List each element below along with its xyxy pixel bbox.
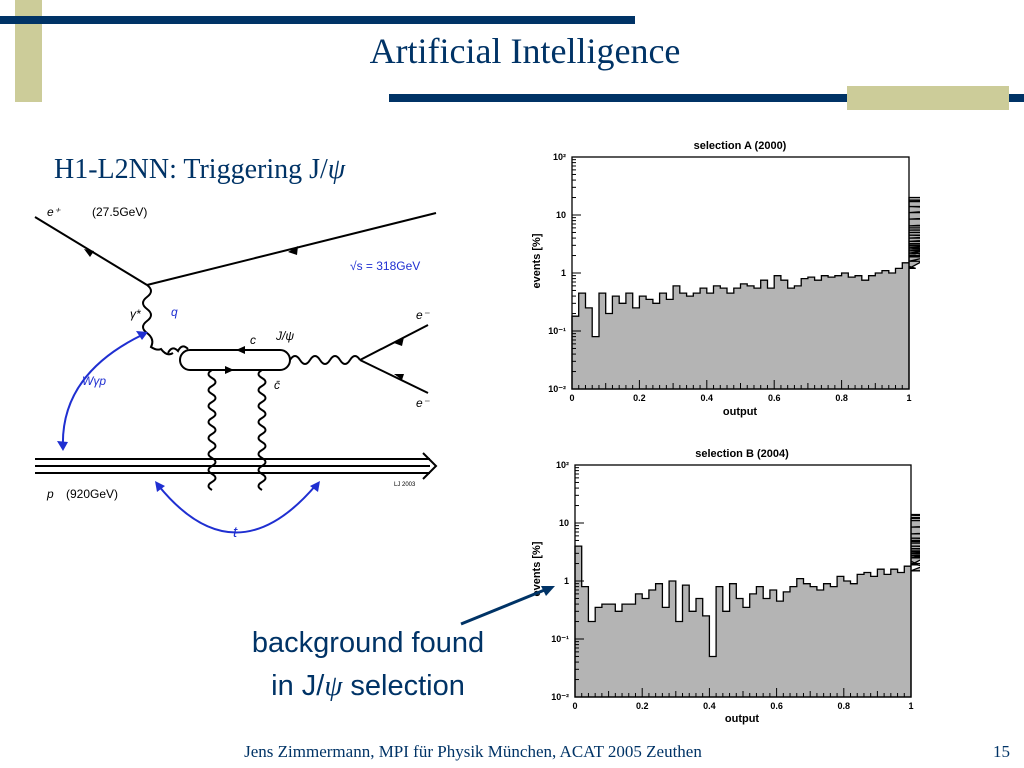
arrow-charm-top xyxy=(236,346,245,354)
t-arc xyxy=(157,484,317,534)
x-tick-label: 0.6 xyxy=(770,701,783,711)
jpsi-propagator xyxy=(289,355,361,365)
y-tick-label: 10 xyxy=(556,210,566,220)
y-tick-label: 1 xyxy=(564,576,569,586)
w-gamma-p-arc xyxy=(61,334,143,449)
electron-bottom-line xyxy=(359,359,429,394)
x-tick-label: 0.8 xyxy=(835,393,848,403)
arrow-incoming-positron xyxy=(84,249,94,257)
annotation-arrow xyxy=(460,586,555,626)
x-tick-label: 1 xyxy=(906,393,911,403)
annotation-line-1: background found xyxy=(251,627,485,659)
annotation-text-prefix: in J/ xyxy=(271,670,325,702)
subtitle-psi-symbol: ψ xyxy=(327,154,346,185)
gluon-left xyxy=(207,369,217,491)
slide-subtitle: H1-L2NN: Triggering J/ψ xyxy=(54,154,345,186)
y-tick-label: 10 xyxy=(559,518,569,528)
label-q: q xyxy=(171,305,178,319)
label-e-minus-bottom: e⁻ xyxy=(416,396,431,410)
label-e-plus-energy: (27.5GeV) xyxy=(92,205,147,219)
x-tick-label: 0.4 xyxy=(703,701,716,711)
slide-footer: Jens Zimmermann, MPI für Physik München,… xyxy=(244,742,702,761)
x-axis-label: output xyxy=(725,713,760,725)
subtitle-text: H1-L2NN: Triggering J/ xyxy=(54,154,328,185)
y-tick-label: 10⁻² xyxy=(548,384,566,394)
arrow-outgoing-positron xyxy=(288,246,298,255)
y-tick-label: 1 xyxy=(561,268,566,278)
y-tick-label: 10⁻¹ xyxy=(548,326,566,336)
histogram-selection-a: selection A (2000) 0 0.2 0.4 0.6 0.8 1 10⁻² 10⁻… xyxy=(531,140,920,418)
electron-top-line xyxy=(359,324,429,361)
right-accent-bar xyxy=(389,94,1024,102)
top-accent-bar xyxy=(0,16,635,24)
chart-title: selection A (2000) xyxy=(694,140,787,152)
histogram-bars xyxy=(574,513,920,698)
x-tick-label: 0.8 xyxy=(838,701,851,711)
outgoing-positron-line xyxy=(146,212,437,286)
label-w-gamma-p: Wγp xyxy=(82,374,106,388)
label-t: t xyxy=(233,524,238,541)
x-tick-label: 0.6 xyxy=(768,393,781,403)
photon-q-segment xyxy=(167,345,189,354)
y-tick-label: 10⁻¹ xyxy=(551,634,569,644)
y-tick-label: 10⁻² xyxy=(551,692,569,702)
w-arc-arrowhead-top xyxy=(136,331,148,340)
histogram-selection-b: selection B (2004) 0 0.2 0.4 0.6 0.8 1 10⁻² 10⁻… xyxy=(531,448,920,725)
annotation-psi-symbol: ψ xyxy=(324,670,343,702)
x-tick-label: 1 xyxy=(908,701,913,711)
label-e-plus: e⁺ xyxy=(47,205,62,219)
arrow-electron-top xyxy=(394,337,404,346)
bottom-right-accent-box xyxy=(847,86,1009,110)
arrow-charm-bottom xyxy=(225,366,234,374)
feynman-diagram: e⁺ (27.5GeV) √s = 318GeV γ* q c J/ψ c̄ e… xyxy=(34,205,438,541)
label-jpsi: J/ψ xyxy=(275,329,294,343)
proton-arrow xyxy=(422,452,438,480)
arrow-electron-bottom xyxy=(394,374,404,380)
photon-line xyxy=(142,284,174,356)
t-arc-arrowhead-right xyxy=(310,481,320,492)
x-axis-label: output xyxy=(723,406,758,418)
background-annotation: background found in J/ψ selection xyxy=(218,622,518,708)
label-gamma: γ* xyxy=(130,307,141,321)
x-tick-label: 0 xyxy=(569,393,574,403)
gluon-right xyxy=(257,369,267,491)
w-arc-arrowhead-bottom xyxy=(57,441,68,451)
label-cbar: c̄ xyxy=(274,378,280,392)
y-axis-label: events [%] xyxy=(531,233,543,288)
page-number: 15 xyxy=(993,742,1010,761)
slide-title: Artificial Intelligence xyxy=(369,31,681,71)
x-tick-label: 0 xyxy=(572,701,577,711)
x-tick-label: 0.2 xyxy=(636,701,649,711)
label-e-minus-top: e⁻ xyxy=(416,308,431,322)
y-axis-label: events [%] xyxy=(531,541,543,596)
histogram-bars xyxy=(571,196,920,390)
label-p-energy: (920GeV) xyxy=(66,487,118,501)
label-c: c xyxy=(250,333,256,347)
y-tick-label: 10² xyxy=(553,152,566,162)
annotation-line-2: in J/ψ selection xyxy=(218,665,518,708)
t-arc-arrowhead-left xyxy=(155,481,165,492)
x-tick-label: 0.2 xyxy=(633,393,646,403)
x-tick-label: 0.4 xyxy=(701,393,714,403)
label-sqrt-s: √s = 318GeV xyxy=(350,259,420,273)
y-tick-label: 10² xyxy=(556,460,569,470)
label-p: p xyxy=(46,487,54,501)
annotation-text-suffix: selection xyxy=(342,670,465,702)
chart-title: selection B (2004) xyxy=(695,448,789,460)
label-credit: LJ 2003 xyxy=(394,482,416,488)
charm-quark-loop xyxy=(179,349,291,371)
